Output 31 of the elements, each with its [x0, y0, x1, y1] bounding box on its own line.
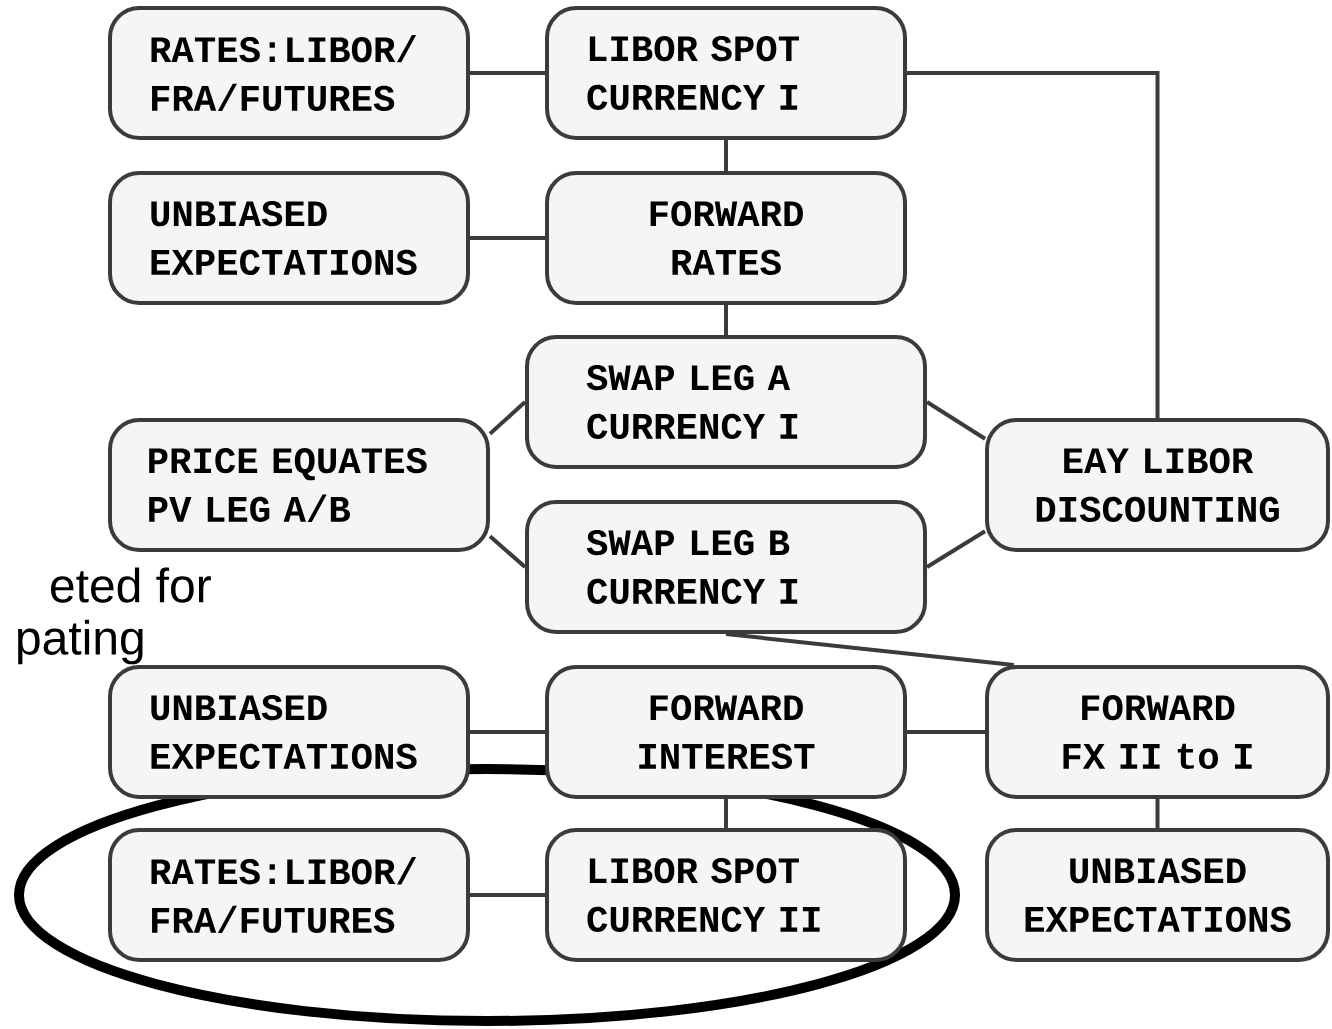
process-box: FORWARD INTEREST: [545, 665, 907, 799]
connector-line: [470, 236, 545, 240]
process-box: RATES:LIBOR/ FRA/FUTURES: [108, 828, 470, 962]
connector-line: [470, 71, 545, 75]
connector-line: [724, 799, 728, 828]
process-box: FORWARD FX II to I: [985, 665, 1330, 799]
note-text: pating: [18, 619, 143, 665]
process-box: EAY LIBOR DISCOUNTING: [985, 418, 1330, 552]
process-box: RATES:LIBOR/ FRA/FUTURES: [108, 6, 470, 140]
connector-line: [925, 529, 987, 569]
connector-line: [488, 534, 527, 569]
process-box: UNBIASED EXPECTATIONS: [108, 665, 470, 799]
process-box: SWAP LEG B CURRENCY I: [525, 500, 927, 634]
connector-line: [907, 730, 985, 734]
connector-line: [724, 140, 728, 171]
connector-line: [925, 400, 987, 441]
process-box: PRICE EQUATES PV LEG A/B: [108, 418, 490, 552]
process-box: LIBOR SPOT CURRENCY II: [545, 828, 907, 962]
connector-line: [725, 632, 1015, 667]
connector-line: [470, 730, 545, 734]
process-box: FORWARD RATES: [545, 171, 907, 305]
process-box: SWAP LEG A CURRENCY I: [525, 335, 927, 469]
process-box: LIBOR SPOT CURRENCY I: [545, 6, 907, 140]
connector-line: [724, 305, 728, 335]
connector-line: [470, 893, 545, 897]
process-box: UNBIASED EXPECTATIONS: [108, 171, 470, 305]
connector-line: [907, 71, 1160, 418]
connector-line: [1155, 799, 1160, 828]
note-text: eted for: [51, 567, 211, 603]
process-box: UNBIASED EXPECTATIONS: [985, 828, 1330, 962]
connector-line: [488, 400, 527, 436]
